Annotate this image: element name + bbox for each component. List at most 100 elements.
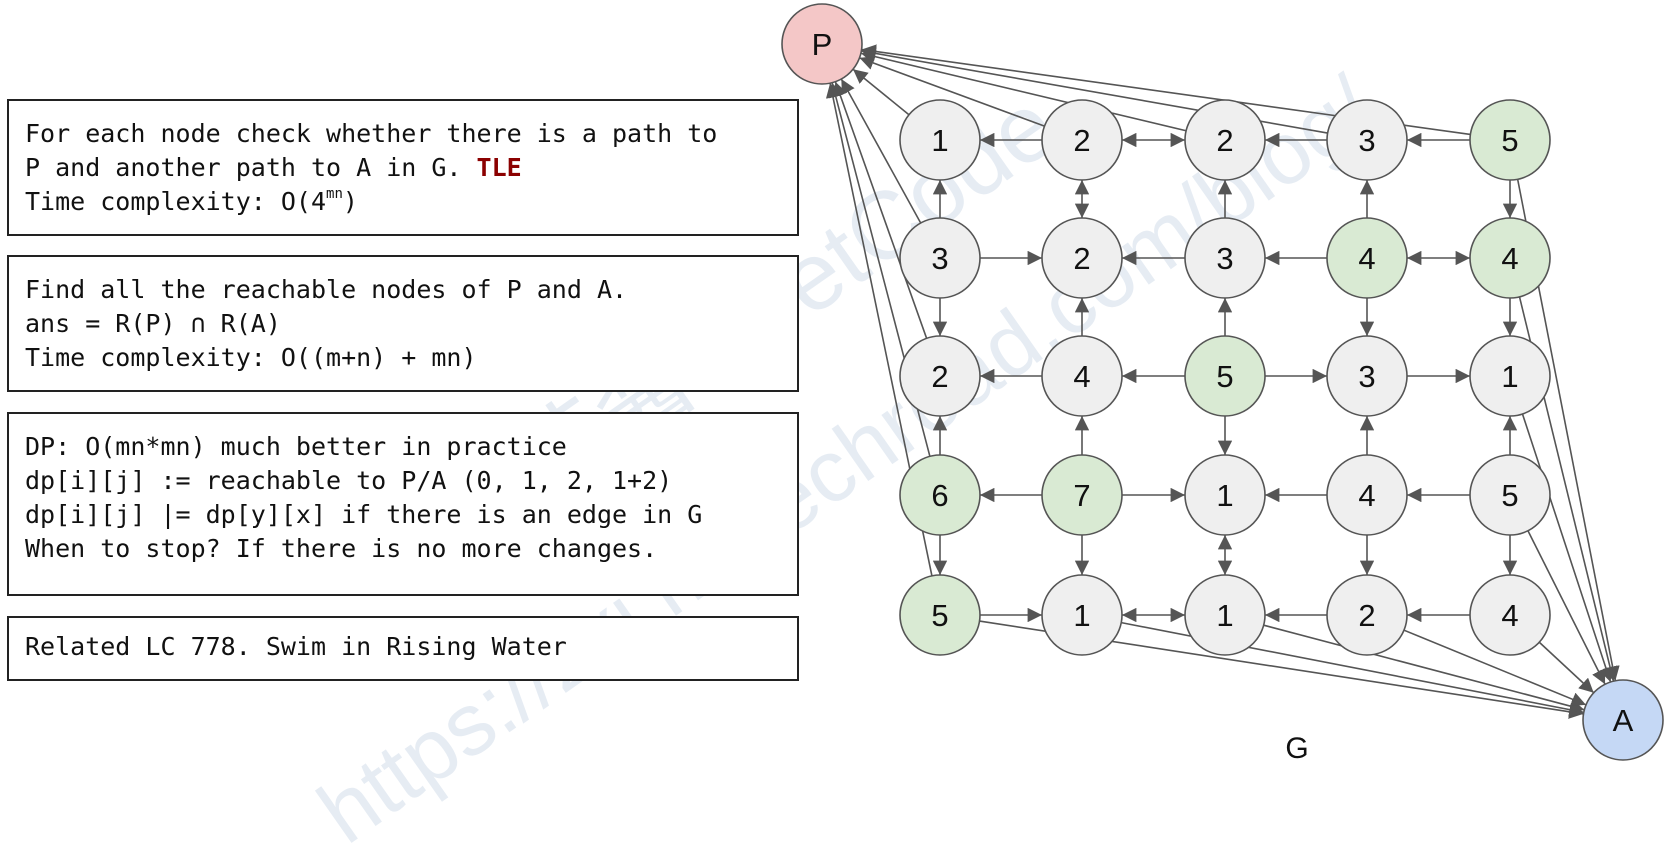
box1-line3-text: Time complexity: O(4 bbox=[25, 187, 327, 216]
grid-node: 2 bbox=[1326, 574, 1408, 656]
grid-node-label: 2 bbox=[1073, 241, 1090, 276]
grid-node-circle bbox=[1041, 335, 1123, 417]
box1-line1: For each node check whether there is a p… bbox=[25, 119, 718, 148]
grid-node-label: 1 bbox=[1501, 359, 1518, 394]
grid-node: 5 bbox=[1469, 454, 1551, 536]
box3-line1: DP: O(mn*mn) much better in practice bbox=[25, 432, 567, 461]
edge-layer bbox=[825, 44, 1620, 719]
grid-node: 2 bbox=[1041, 217, 1123, 299]
grid-node-circle bbox=[1326, 335, 1408, 417]
pacific-node-label: P bbox=[812, 27, 833, 62]
atlantic-node-label: A bbox=[1613, 703, 1634, 738]
box3-line2: dp[i][j] := reachable to P/A (0, 1, 2, 1… bbox=[25, 466, 673, 495]
grid-node-circle bbox=[899, 454, 981, 536]
grid-node-label: 2 bbox=[1216, 123, 1233, 158]
grid-node: 4 bbox=[1469, 217, 1551, 299]
atlantic-node-circle bbox=[1582, 679, 1664, 761]
grid-node-label: 2 bbox=[1073, 123, 1090, 158]
grid-node: 3 bbox=[1326, 99, 1408, 181]
edge-to-p bbox=[860, 49, 1187, 132]
grid-node-label: 1 bbox=[1073, 598, 1090, 633]
edge-to-a bbox=[1527, 530, 1606, 685]
atlantic-node: A bbox=[1582, 679, 1664, 761]
grid-node: 2 bbox=[1184, 99, 1266, 181]
grid-node-label: 3 bbox=[931, 241, 948, 276]
grid-node-circle bbox=[1184, 574, 1266, 656]
grid-node: 1 bbox=[1184, 574, 1266, 656]
grid-node-circle bbox=[1326, 217, 1408, 299]
grid-node-circle bbox=[1469, 454, 1551, 536]
box3-line4: When to stop? If there is no more change… bbox=[25, 534, 658, 563]
grid-node-circle bbox=[1326, 454, 1408, 536]
tle-label: TLE bbox=[476, 153, 522, 182]
grid-node-label: 7 bbox=[1073, 478, 1090, 513]
grid-node: 6 bbox=[899, 454, 981, 536]
grid-node-label: 5 bbox=[1501, 123, 1518, 158]
box2-line1: Find all the reachable nodes of P and A. bbox=[25, 275, 628, 304]
grid-node: 3 bbox=[1326, 335, 1408, 417]
grid-node-label: 3 bbox=[1358, 123, 1375, 158]
grid-node-label: 4 bbox=[1501, 598, 1518, 633]
grid-node-circle bbox=[1041, 454, 1123, 536]
approach-dp-box: DP: O(mn*mn) much better in practice dp[… bbox=[7, 412, 799, 596]
grid-node-circle bbox=[1041, 574, 1123, 656]
grid-node-circle bbox=[1469, 99, 1551, 181]
grid-node-label: 4 bbox=[1501, 241, 1518, 276]
graph-caption: G bbox=[1285, 732, 1308, 765]
grid-node-circle bbox=[1184, 454, 1266, 536]
grid-node-label: 1 bbox=[1216, 598, 1233, 633]
grid-node-circle bbox=[1184, 335, 1266, 417]
grid-node: 5 bbox=[899, 574, 981, 656]
edge-to-a bbox=[1538, 641, 1595, 694]
grid-node: 4 bbox=[1326, 217, 1408, 299]
grid-node-label: 4 bbox=[1358, 478, 1375, 513]
box1-line2-text: P and another path to A in G. bbox=[25, 153, 477, 182]
box3-line3: dp[i][j] |= dp[y][x] if there is an edge… bbox=[25, 500, 703, 529]
box1-line3-end: ) bbox=[342, 187, 358, 216]
grid-node-circle bbox=[1184, 217, 1266, 299]
grid-node-label: 5 bbox=[1216, 359, 1233, 394]
grid-node-label: 5 bbox=[1501, 478, 1518, 513]
grid-node-circle bbox=[1469, 335, 1551, 417]
grid-node-circle bbox=[899, 574, 981, 656]
pacific-node-circle bbox=[781, 3, 863, 85]
grid-node-label: 1 bbox=[1216, 478, 1233, 513]
grid-node: 3 bbox=[899, 217, 981, 299]
grid-node: 4 bbox=[1041, 335, 1123, 417]
grid-node-label: 4 bbox=[1358, 241, 1375, 276]
box1-line3: Time complexity: O(4mn) bbox=[25, 185, 781, 219]
box2-line2: ans = R(P) ∩ R(A) bbox=[25, 309, 281, 338]
grid-node-circle bbox=[1326, 574, 1408, 656]
grid-node-label: 4 bbox=[1073, 359, 1090, 394]
grid-node: 3 bbox=[1184, 217, 1266, 299]
grid-node: 4 bbox=[1326, 454, 1408, 536]
grid-node: 5 bbox=[1184, 335, 1266, 417]
grid-node: 4 bbox=[1469, 574, 1551, 656]
box4-line1: Related LC 778. Swim in Rising Water bbox=[25, 632, 567, 661]
grid-node-label: 6 bbox=[931, 478, 948, 513]
grid-node-label: 3 bbox=[1358, 359, 1375, 394]
grid-node-label: 1 bbox=[931, 123, 948, 158]
edge-to-p bbox=[859, 56, 1045, 127]
edge-to-p bbox=[852, 68, 910, 116]
grid-node: 2 bbox=[1041, 99, 1123, 181]
edge-to-a bbox=[1521, 413, 1613, 683]
grid-node: 5 bbox=[1469, 99, 1551, 181]
box1-exponent: mn bbox=[326, 186, 343, 202]
grid-node-circle bbox=[899, 335, 981, 417]
approach-reachable-box: Find all the reachable nodes of P and A.… bbox=[7, 255, 799, 392]
related-problem-box: Related LC 778. Swim in Rising Water bbox=[7, 616, 799, 681]
box1-line2: P and another path to A in G. TLE bbox=[25, 151, 781, 185]
edge-to-a bbox=[1403, 629, 1587, 707]
grid-node-circle bbox=[1469, 574, 1551, 656]
edge-to-p bbox=[833, 81, 928, 339]
grid-node-circle bbox=[1041, 99, 1123, 181]
grid-node-label: 2 bbox=[1358, 598, 1375, 633]
edge-to-p bbox=[840, 78, 922, 224]
grid-node-circle bbox=[1184, 99, 1266, 181]
grid-node: 7 bbox=[1041, 454, 1123, 536]
grid-node-circle bbox=[1326, 99, 1408, 181]
grid-node: 1 bbox=[899, 99, 981, 181]
grid-node: 1 bbox=[1184, 454, 1266, 536]
